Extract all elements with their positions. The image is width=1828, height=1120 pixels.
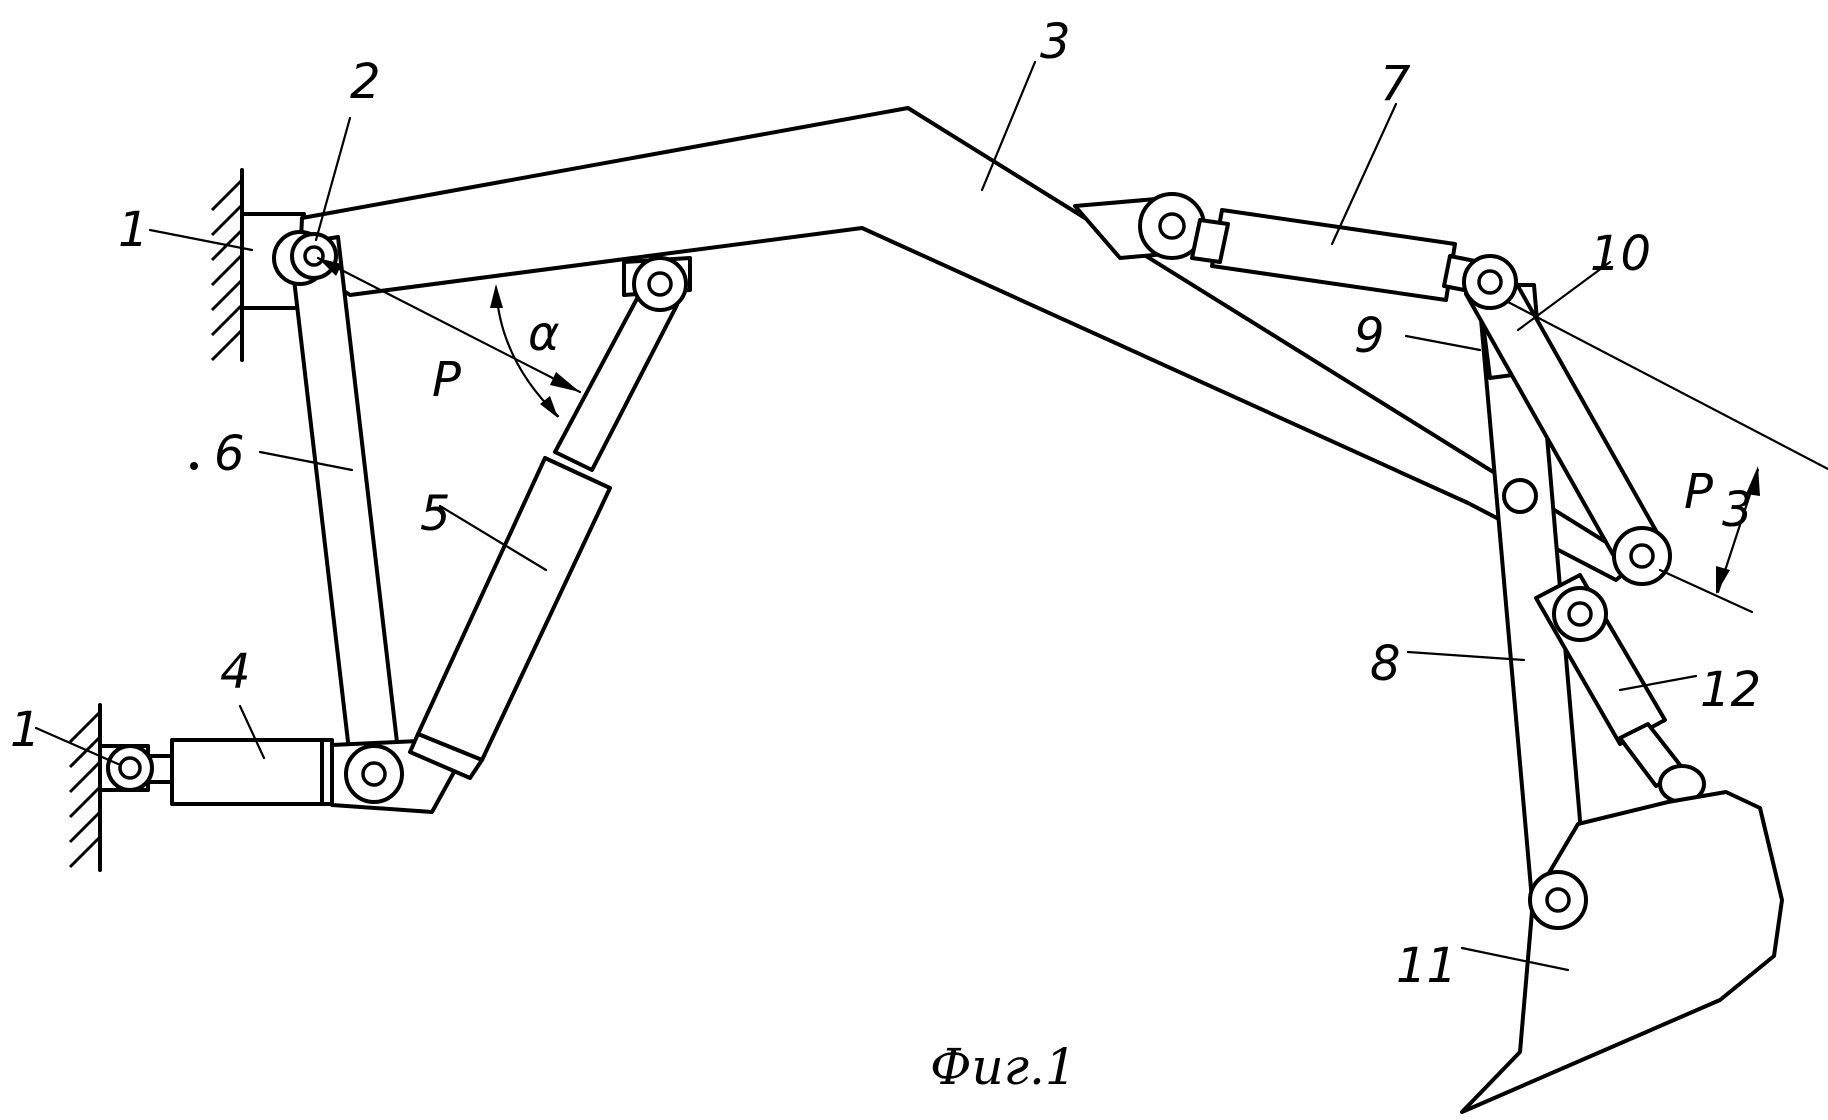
angle-alpha-arc [490, 284, 560, 418]
label-1-top: 1 [118, 202, 149, 258]
label-alpha: α [528, 306, 560, 362]
force-p-vector [316, 256, 582, 394]
pin-6-bottom [344, 744, 404, 804]
pin-10-bottom [1612, 526, 1672, 586]
label-1-bottom: 1 [10, 702, 41, 758]
label-9: 9 [1354, 308, 1385, 364]
pin-2 [272, 230, 338, 286]
leader-lines [34, 60, 1698, 972]
label-2: 2 [350, 54, 381, 110]
pin-stick [1502, 478, 1538, 514]
pin-bucket [1528, 870, 1588, 930]
boom-3 [298, 106, 1640, 582]
label-p3: P [1684, 464, 1713, 520]
figure-caption: Фиг.1 [930, 1038, 1077, 1096]
force-p3-dimension [1506, 300, 1828, 614]
hydraulic-cylinder-7 [1190, 208, 1482, 302]
label-12: 12 [1700, 662, 1761, 718]
pin-7-rod [1462, 254, 1518, 310]
label-10: 10 [1590, 226, 1651, 282]
label-11: 11 [1396, 938, 1457, 994]
link-6 [288, 235, 402, 778]
label-p: P [432, 352, 461, 408]
label-6-dot [190, 462, 198, 470]
label-5: 5 [420, 486, 451, 542]
bracket-cylinder-5 [622, 256, 692, 312]
pin-ground-bottom [98, 744, 154, 792]
ground-support-bottom [68, 703, 102, 872]
label-7: 7 [1380, 56, 1411, 112]
pin-12-top [1552, 586, 1608, 642]
hydraulic-cylinder-5 [408, 291, 679, 780]
label-4: 4 [220, 644, 251, 700]
label-8: 8 [1370, 636, 1401, 692]
bucket-11 [1460, 790, 1784, 1114]
bracket-cylinder-7 [1073, 192, 1212, 260]
hydraulic-cylinder-4 [140, 738, 334, 806]
label-3: 3 [1040, 14, 1071, 70]
label-p3-subscript: 3 [1722, 482, 1753, 538]
label-6: 6 [214, 426, 245, 482]
